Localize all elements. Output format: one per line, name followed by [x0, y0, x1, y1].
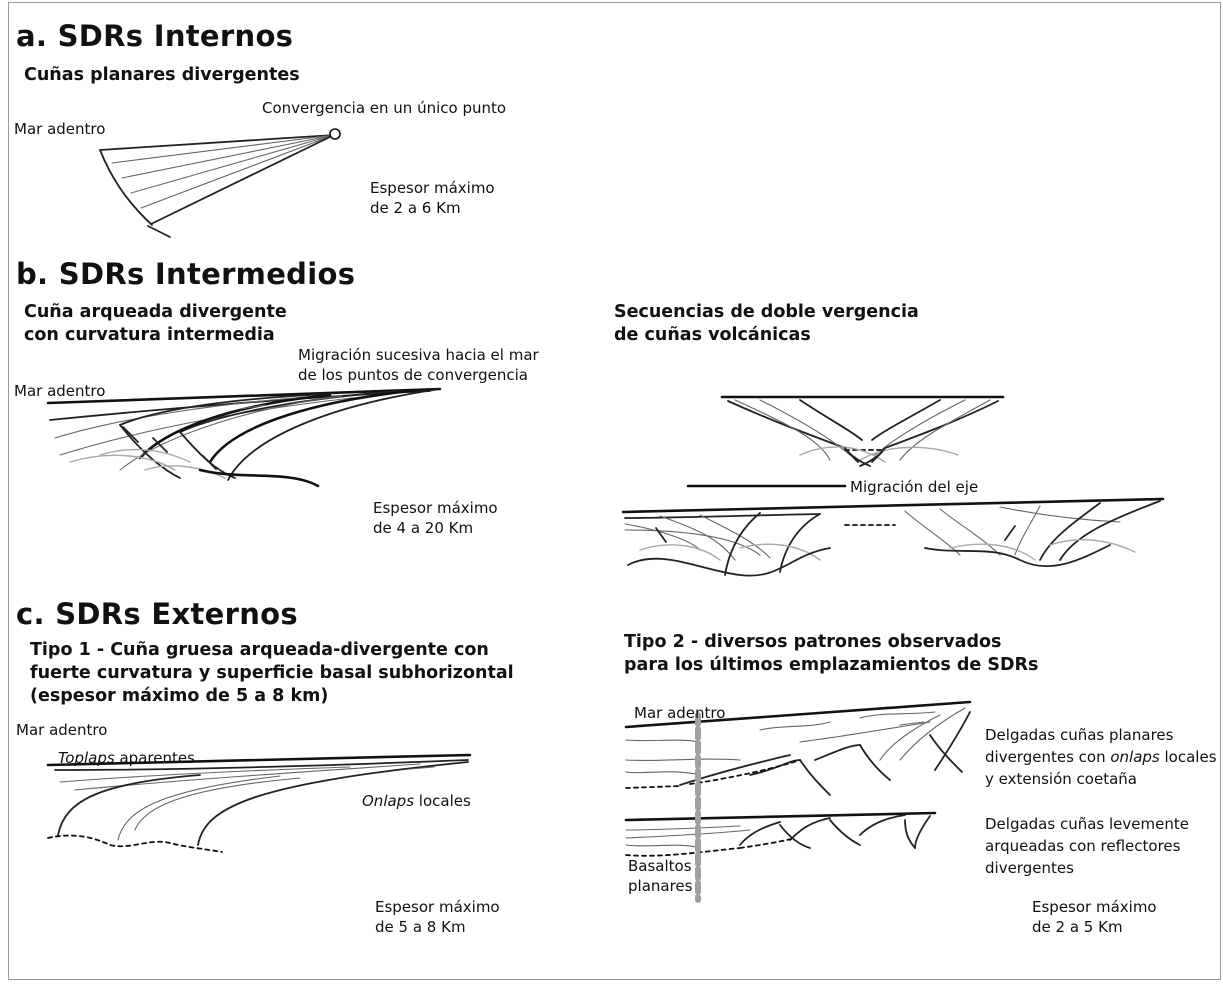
double-vergence-sketch: [621, 395, 1165, 577]
thickness-c1-line2: de 5 a 8 Km: [375, 918, 466, 936]
basalt-label-2: planares: [628, 877, 693, 895]
thickness-b-line2: de 4 a 20 Km: [373, 519, 474, 537]
toplaps-label: Toplaps aparentes: [58, 749, 195, 768]
thickness-b-line1: Espesor máximo: [373, 499, 498, 517]
type2-desc1-line2: divergentes con onlaps locales: [985, 748, 1217, 767]
type2-desc2-line1: Delgadas cuñas levemente: [985, 815, 1189, 833]
planar-wedge-sketch: [99, 128, 341, 238]
section-b-right-subtitle-2: de cuñas volcánicas: [614, 325, 811, 345]
type1-subtitle-1: Tipo 1 - Cuña gruesa arqueada-divergente…: [30, 640, 489, 660]
type2-desc1-pre: divergentes con: [985, 748, 1111, 766]
basalt-label-1: Basaltos: [628, 857, 692, 875]
type2-subtitle-1: Tipo 2 - diversos patrones observados: [624, 632, 1002, 652]
offshore-label-c2: Mar adentro: [634, 704, 726, 722]
offshore-label-b: Mar adentro: [14, 382, 106, 400]
section-b-title: b. SDRs Intermedios: [16, 257, 356, 291]
type2-desc1-post: locales: [1159, 748, 1217, 766]
type2-desc2-line2: arqueadas con reflectores: [985, 837, 1181, 855]
section-b-right-subtitle-1: Secuencias de doble vergencia: [614, 302, 919, 322]
section-a-title: a. SDRs Internos: [16, 19, 294, 53]
thickness-a-line1: Espesor máximo: [370, 179, 495, 197]
type2-wedge-sketch: [624, 700, 972, 903]
type1-subtitle-2: fuerte curvatura y superficie basal subh…: [30, 663, 514, 683]
section-a-subtitle: Cuñas planares divergentes: [24, 65, 300, 85]
toplaps-rest: aparentes: [114, 749, 195, 767]
convergence-label: Convergencia en un único punto: [262, 99, 507, 117]
figure-frame: [8, 2, 1221, 980]
section-b-left-subtitle-2: con curvatura intermedia: [24, 325, 275, 345]
type1-wedge-sketch: [46, 753, 472, 853]
toplaps-term: Toplaps: [58, 749, 115, 767]
type2-desc1-line3: y extensión coetaña: [985, 770, 1137, 788]
axis-migration-label: Migración del eje: [850, 478, 979, 496]
onlaps-label: Onlaps locales: [362, 792, 471, 811]
type2-desc1-line1: Delgadas cuñas planares: [985, 726, 1174, 744]
migration-label-1: Migración sucesiva hacia el mar: [298, 346, 539, 364]
offshore-label-c1: Mar adentro: [16, 721, 108, 739]
type2-desc1-term: onlaps: [1110, 748, 1160, 766]
convergence-point-marker: [329, 128, 341, 140]
type1-subtitle-3: (espesor máximo de 5 a 8 km): [30, 686, 329, 706]
section-b-left-subtitle-1: Cuña arqueada divergente: [24, 302, 287, 322]
thickness-a-line2: de 2 a 6 Km: [370, 199, 461, 217]
migration-label-2: de los puntos de convergencia: [298, 366, 528, 384]
offshore-label-a: Mar adentro: [14, 120, 106, 138]
arched-wedge-sketch: [46, 387, 442, 488]
type2-subtitle-2: para los últimos emplazamientos de SDRs: [624, 655, 1039, 675]
thickness-c2-line1: Espesor máximo: [1032, 898, 1157, 916]
section-c-title: c. SDRs Externos: [16, 597, 298, 631]
type2-desc2-line3: divergentes: [985, 859, 1074, 877]
onlaps-term: Onlaps: [362, 792, 415, 810]
onlaps-rest: locales: [414, 792, 471, 810]
thickness-c1-line1: Espesor máximo: [375, 898, 500, 916]
thickness-c2-line2: de 2 a 5 Km: [1032, 918, 1123, 936]
